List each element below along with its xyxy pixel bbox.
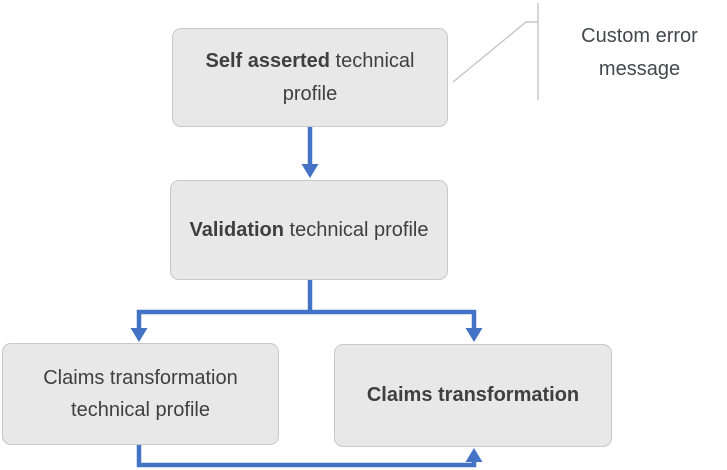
arrowhead-into-claims-transformation xyxy=(465,328,483,342)
callout-custom-error-message: Custom error message xyxy=(581,25,698,80)
node-label: Validation technical profile xyxy=(189,218,429,241)
arrowhead-up-into-claims-transformation xyxy=(465,448,483,462)
branch-validation-to-children xyxy=(136,280,477,330)
node-label: Claims transformation xyxy=(366,384,580,407)
arrowhead-into-validation xyxy=(301,164,319,178)
node-self-asserted-technical-profile: Self asserted technical profile xyxy=(172,28,448,127)
node-claims-transformation: Claims transformation xyxy=(334,344,612,447)
node-label: Claims transformation technical profile xyxy=(43,366,238,421)
callout-leader-line xyxy=(452,3,539,100)
node-validation-technical-profile: Validation technical profile xyxy=(170,180,448,280)
arrowhead-into-claims-tp xyxy=(130,328,148,342)
node-claims-transformation-technical-profile: Claims transformation technical profile xyxy=(2,343,279,445)
connector-claims-tp-to-claims-transformation xyxy=(136,445,477,468)
node-label: Self asserted technical profile xyxy=(205,50,415,105)
